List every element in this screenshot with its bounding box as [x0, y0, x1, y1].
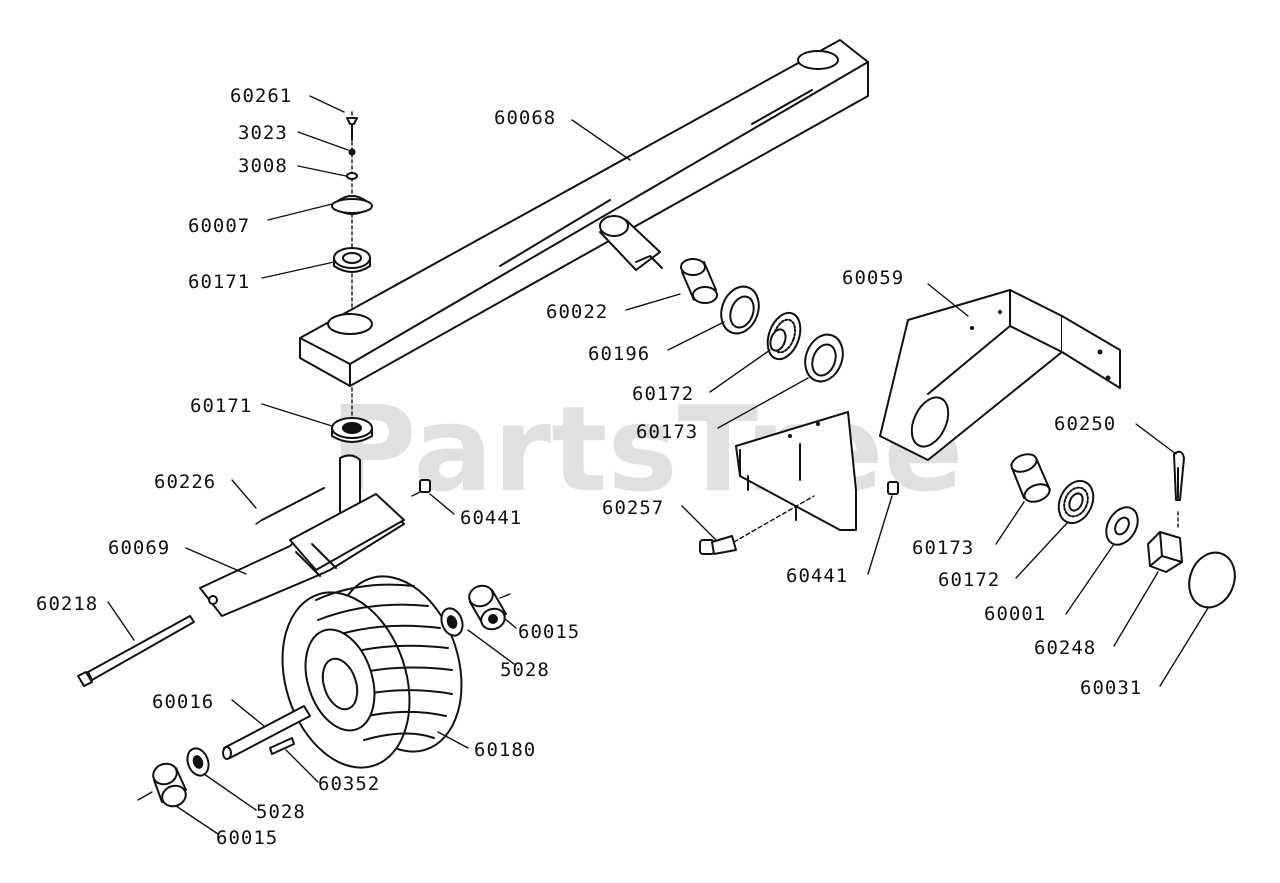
label-60015-b[interactable]: 60015	[216, 827, 278, 849]
label-60022[interactable]: 60022	[546, 301, 608, 323]
caster-fork-60069[interactable]	[199, 454, 425, 617]
label-60059[interactable]: 60059	[842, 267, 904, 289]
label-5028-b[interactable]: 5028	[256, 801, 306, 823]
label-60015-a[interactable]: 60015	[518, 621, 580, 643]
seal-60196[interactable]	[715, 281, 765, 338]
hub-cap-60031[interactable]	[1182, 546, 1242, 614]
label-60172-b[interactable]: 60172	[938, 569, 1000, 591]
label-60250[interactable]: 60250	[1054, 413, 1116, 435]
label-60171-bottom[interactable]: 60171	[190, 395, 252, 417]
bushing-60226[interactable]	[255, 487, 325, 525]
cone-bearing-60172-a[interactable]	[762, 308, 807, 363]
axle-60016[interactable]	[222, 705, 311, 760]
bearing-60171-bottom[interactable]	[331, 417, 373, 443]
washer-60001[interactable]	[1100, 502, 1144, 551]
label-60196[interactable]: 60196	[588, 343, 650, 365]
pin-60352[interactable]	[269, 737, 295, 755]
label-60172-a[interactable]: 60172	[632, 383, 694, 405]
label-60173-a[interactable]: 60173	[636, 421, 698, 443]
bearing-60015-b[interactable]	[137, 760, 189, 809]
label-60257[interactable]: 60257	[602, 497, 664, 519]
label-5028-a[interactable]: 5028	[500, 659, 550, 681]
bushing-5028-a[interactable]	[438, 605, 466, 638]
label-60441-b[interactable]: 60441	[786, 565, 848, 587]
label-60069[interactable]: 60069	[108, 537, 170, 559]
label-3023[interactable]: 3023	[238, 122, 288, 144]
race-60173-b[interactable]	[1009, 451, 1052, 505]
castle-nut-60248[interactable]	[1147, 531, 1183, 573]
bushing-60022[interactable]	[680, 258, 718, 304]
race-60173-a[interactable]	[799, 329, 849, 386]
cone-bearing-60172-b[interactable]	[1052, 475, 1100, 528]
spindle-housing-60059[interactable]	[735, 289, 1121, 531]
wheel-60180[interactable]	[261, 560, 483, 784]
label-3008[interactable]: 3008	[238, 155, 288, 177]
label-60031[interactable]: 60031	[1080, 677, 1142, 699]
nut-3023[interactable]	[348, 148, 356, 156]
label-60441-a[interactable]: 60441	[460, 507, 522, 529]
grease-fitting-60261[interactable]	[346, 117, 358, 141]
label-60248[interactable]: 60248	[1034, 637, 1096, 659]
dust-cap-60007[interactable]	[331, 195, 373, 215]
bolt-60257[interactable]	[699, 495, 815, 555]
nut-60441-b[interactable]	[887, 481, 899, 495]
bearing-60015-a[interactable]	[466, 582, 511, 632]
axle-beam-60068[interactable]	[299, 39, 869, 387]
label-60001[interactable]: 60001	[984, 603, 1046, 625]
label-60171-top[interactable]: 60171	[188, 271, 250, 293]
label-60261[interactable]: 60261	[230, 85, 292, 107]
label-60352[interactable]: 60352	[318, 773, 380, 795]
cotter-pin-60250[interactable]	[1173, 450, 1185, 531]
label-60173-b[interactable]: 60173	[912, 537, 974, 559]
label-60226[interactable]: 60226	[154, 471, 216, 493]
label-60218[interactable]: 60218	[36, 593, 98, 615]
leader-lines	[107, 95, 1209, 835]
label-60180[interactable]: 60180	[474, 739, 536, 761]
label-60016[interactable]: 60016	[152, 691, 214, 713]
label-60068[interactable]: 60068	[494, 107, 556, 129]
nut-60441-a[interactable]	[419, 479, 431, 493]
bushing-5028-b[interactable]	[184, 745, 212, 778]
watermark: PartsTree	[330, 380, 964, 518]
spindle-stub	[599, 215, 663, 271]
bearing-60171-top[interactable]	[333, 247, 371, 273]
bolt-60218[interactable]	[77, 615, 195, 687]
washer-3008[interactable]	[346, 172, 358, 180]
label-60007[interactable]: 60007	[188, 215, 250, 237]
